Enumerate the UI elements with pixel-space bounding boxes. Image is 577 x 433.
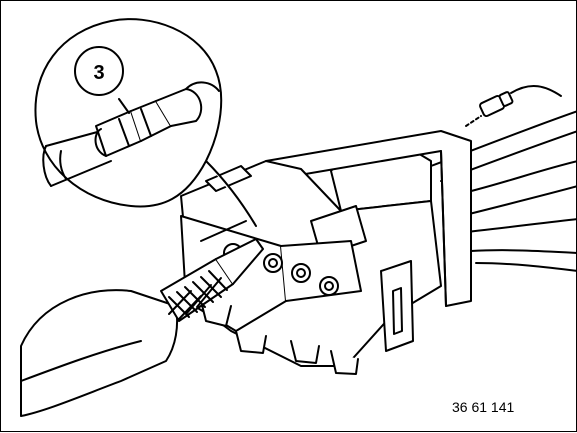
callout-number: 3 (93, 62, 104, 84)
loose-terminal-pin (465, 85, 562, 127)
screwdriver (20, 220, 264, 417)
figure-reference-code: 36 61 141 (452, 399, 515, 415)
magnified-detail-bubble: 3 (34, 18, 257, 227)
callout-circle (74, 46, 124, 96)
